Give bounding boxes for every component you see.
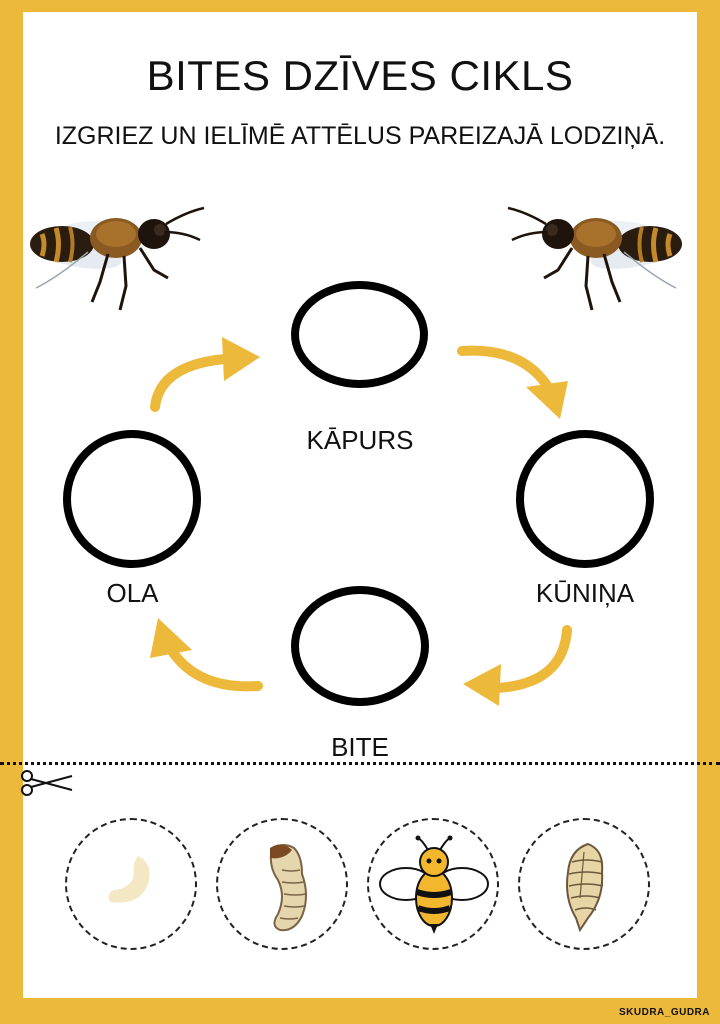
cutout-circle-bee[interactable] bbox=[367, 818, 499, 950]
footer-credit: SKUDRA_GUDRA bbox=[618, 1007, 710, 1018]
larva-icon bbox=[269, 844, 307, 932]
bee-photo-right-icon bbox=[507, 206, 682, 311]
cutout-circle-larva[interactable] bbox=[216, 818, 348, 950]
stage-label-adult: BITE bbox=[331, 732, 389, 762]
stage-label-pupa: KŪNIŅA bbox=[535, 578, 635, 608]
egg-icon bbox=[108, 856, 150, 903]
instruction-text: IZGRIEZ UN IELĪMĒ ATTĒLUS PAREIZAJĀ LODZ… bbox=[54, 122, 666, 150]
drop-circle-top[interactable] bbox=[291, 281, 428, 388]
scissors-icon bbox=[21, 770, 73, 796]
drop-circle-bottom[interactable] bbox=[291, 586, 429, 706]
cut-line bbox=[0, 762, 720, 765]
arrow-top-to-right-icon bbox=[457, 345, 568, 419]
drop-circle-right[interactable] bbox=[516, 430, 654, 568]
stage-label-egg: OLA bbox=[106, 578, 159, 608]
arrow-left-to-top-icon bbox=[150, 337, 260, 412]
cutout-circle-egg[interactable] bbox=[65, 818, 197, 950]
stage-label-larva: KĀPURS bbox=[306, 425, 414, 455]
arrow-right-to-bottom-icon bbox=[463, 625, 572, 706]
cutout-circle-pupa[interactable] bbox=[518, 818, 650, 950]
bee-photo-left-icon bbox=[30, 206, 205, 311]
drop-circle-left[interactable] bbox=[63, 430, 201, 568]
arrow-bottom-to-left-icon bbox=[150, 618, 263, 692]
pupa-icon bbox=[566, 842, 604, 933]
page-title: BITES DZĪVES CIKLS bbox=[146, 52, 574, 99]
bee-icon bbox=[379, 835, 489, 934]
